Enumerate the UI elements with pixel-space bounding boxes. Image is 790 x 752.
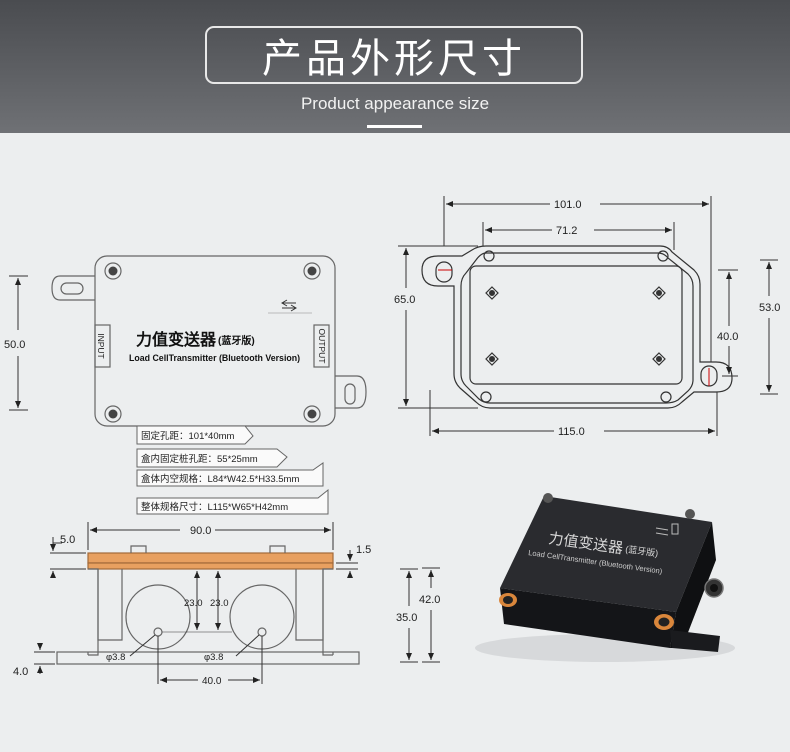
screw-icon — [303, 405, 321, 423]
title-box: 产品外形尺寸 — [205, 26, 583, 84]
dim-101: 101.0 — [554, 199, 582, 211]
dim-40-outline: 40.0 — [717, 331, 738, 343]
spec-item: 整体规格尺寸：L115*W65*H42mm — [136, 488, 329, 515]
transfer-arrows-icon — [655, 523, 679, 536]
photo-dimensions — [400, 567, 440, 663]
dim-dia-a: φ3.8 — [106, 652, 125, 663]
dim-5: 5.0 — [60, 534, 75, 546]
photo-name-cn-suffix: (蓝牙版) — [625, 543, 659, 558]
svg-text:盒内固定桩孔距：55*25mm: 盒内固定桩孔距：55*25mm — [141, 453, 258, 465]
standoff-icon — [485, 352, 499, 366]
top-view — [51, 255, 367, 427]
screw-icon — [303, 262, 321, 280]
header-banner: 产品外形尺寸 Product appearance size — [0, 0, 790, 133]
dim-top-height-value: 50.0 — [4, 339, 25, 351]
dim-71: 71.2 — [556, 225, 577, 237]
svg-text:固定孔距：101*40mm: 固定孔距：101*40mm — [141, 430, 235, 442]
spec-item: 盒体内空规格：L84*W42.5*H33.5mm — [136, 462, 324, 487]
dim-42: 42.0 — [419, 594, 440, 606]
drawing-area: INPUT OUTPUT 力值变送器 (蓝牙版) Load CellTransm… — [0, 133, 790, 748]
dim-35: 35.0 — [396, 612, 417, 624]
dim-1-5: 1.5 — [356, 544, 371, 556]
product-name-cn: 力值变送器 — [136, 330, 217, 349]
output-label: OUTPUT — [317, 329, 327, 364]
page-title: 产品外形尺寸 — [262, 36, 526, 82]
svg-text:整体规格尺寸：L115*W65*H42mm: 整体规格尺寸：L115*W65*H42mm — [141, 501, 288, 513]
svg-text:盒体内空规格：L84*W42.5*H33.5mm: 盒体内空规格：L84*W42.5*H33.5mm — [141, 473, 299, 485]
dim-23-b: 23.0 — [210, 598, 229, 609]
dim-4: 4.0 — [13, 666, 28, 678]
product-photo — [475, 493, 735, 662]
input-label: INPUT — [96, 333, 106, 359]
dim-90: 90.0 — [190, 525, 211, 537]
spec-item: 盒内固定桩孔距：55*25mm — [136, 448, 288, 468]
product-name-en: Load CellTransmitter (Bluetooth Version) — [129, 353, 300, 363]
subtitle-underline — [367, 125, 422, 128]
standoff-icon — [652, 286, 666, 300]
outline-dimensions — [398, 196, 778, 436]
side-view — [56, 545, 360, 665]
product-name-cn-suffix: (蓝牙版) — [218, 334, 255, 347]
screw-icon — [104, 262, 122, 280]
dim-40-side: 40.0 — [202, 676, 222, 687]
standoff-icon — [652, 352, 666, 366]
dim-115: 115.0 — [558, 426, 585, 438]
dim-dia-b: φ3.8 — [204, 652, 223, 663]
spec-list: 固定孔距：101*40mm 盒内固定桩孔距：55*25mm 盒体内空规格：L84… — [136, 425, 329, 515]
dim-23-a: 23.0 — [184, 598, 203, 609]
transfer-arrows-icon — [281, 299, 297, 312]
dimension-drawings: INPUT OUTPUT 力值变送器 (蓝牙版) Load CellTransm… — [4, 196, 780, 687]
standoff-icon — [485, 286, 499, 300]
dim-53: 53.0 — [759, 302, 780, 314]
dim-65: 65.0 — [394, 294, 415, 306]
screw-icon — [104, 405, 122, 423]
side-dimensions — [34, 522, 358, 684]
outline-view — [421, 245, 733, 409]
page-subtitle: Product appearance size — [300, 94, 490, 113]
dim-top-height — [9, 275, 28, 411]
spec-item: 固定孔距：101*40mm — [136, 425, 254, 445]
